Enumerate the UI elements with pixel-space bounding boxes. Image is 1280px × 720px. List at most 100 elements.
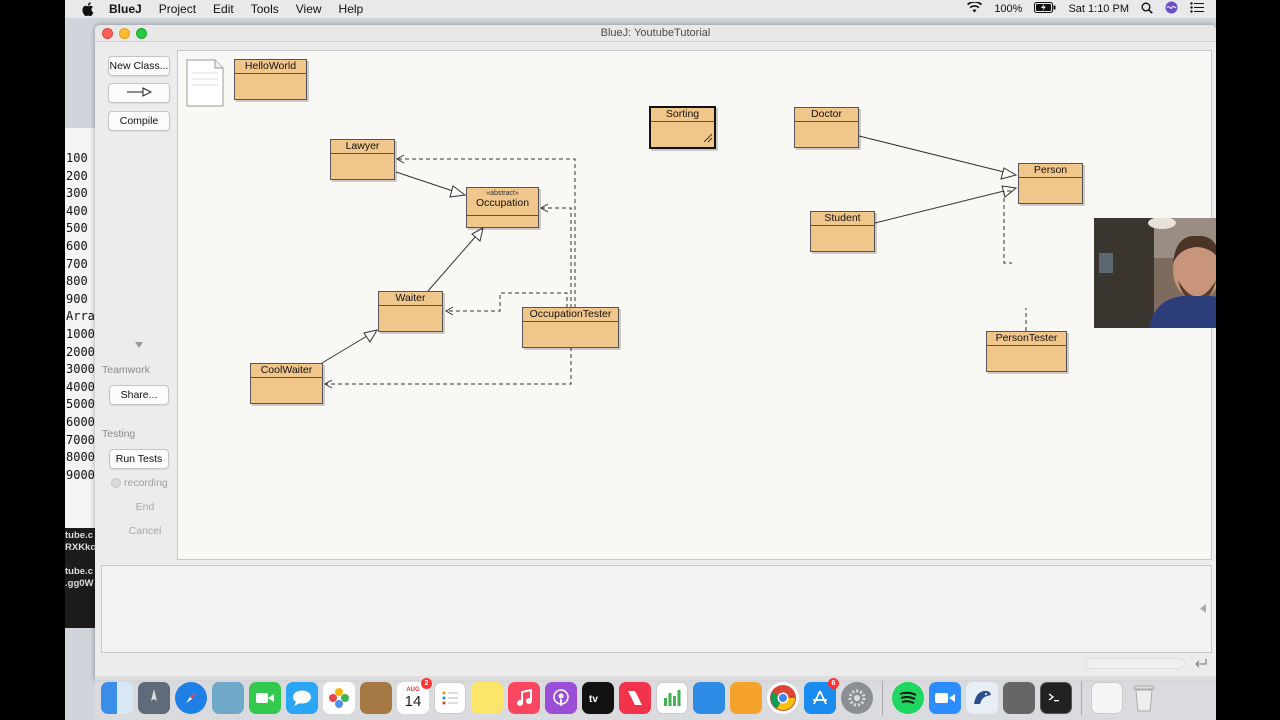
run-tests-button[interactable]: Run Tests <box>109 449 169 469</box>
class-diagram-canvas[interactable]: HelloWorld Lawyer «abstract» Occupation … <box>177 50 1216 560</box>
new-class-button[interactable]: New Class... <box>108 56 170 76</box>
compile-button[interactable]: Compile <box>108 111 170 131</box>
window-title: BlueJ: YoutubeTutorial <box>600 27 711 39</box>
terminal-line: 1000 <box>66 326 95 341</box>
screen-recorder-icon[interactable] <box>1003 682 1035 714</box>
cancel-recording-button[interactable]: Cancel <box>128 525 162 537</box>
share-button[interactable]: Share... <box>109 385 169 405</box>
music-icon[interactable] <box>508 682 540 714</box>
zoom-icon[interactable] <box>929 682 961 714</box>
documents-stack-icon[interactable] <box>1091 682 1123 714</box>
terminal-line: 5000 <box>66 397 95 412</box>
podcasts-icon[interactable] <box>545 682 577 714</box>
resize-handle-icon[interactable] <box>703 133 713 146</box>
terminal-icon[interactable] <box>1040 682 1072 714</box>
terminal-line: 2000 <box>66 344 95 359</box>
dock: AUG 14 2 tv 6 <box>95 676 1216 720</box>
menu-view[interactable]: View <box>295 2 322 16</box>
class-name: Person <box>1019 164 1082 178</box>
trash-icon[interactable] <box>1128 682 1160 714</box>
readme-document-icon[interactable] <box>186 59 224 110</box>
clock[interactable]: Sat 1:10 PM <box>1068 3 1129 15</box>
photos-icon[interactable] <box>323 682 355 714</box>
class-helloworld[interactable]: HelloWorld <box>234 59 307 100</box>
bluej-icon[interactable] <box>966 682 998 714</box>
class-student[interactable]: Student <box>810 211 875 252</box>
class-lawyer[interactable]: Lawyer <box>330 139 395 180</box>
end-recording-button[interactable]: End <box>135 501 155 513</box>
class-name: Lawyer <box>331 140 394 154</box>
class-occupation[interactable]: «abstract» Occupation <box>466 187 539 228</box>
apple-icon[interactable] <box>81 2 95 16</box>
chrome-icon[interactable] <box>767 682 799 714</box>
terminal-line: 500 <box>66 221 88 236</box>
system-preferences-icon[interactable] <box>841 682 873 714</box>
class-waiter[interactable]: Waiter <box>378 291 443 332</box>
inheritance-arrow-icon <box>126 86 153 100</box>
siri-icon[interactable] <box>1165 1 1178 17</box>
new-arrow-button[interactable] <box>108 83 170 103</box>
message-pane[interactable] <box>101 565 1212 653</box>
pane-expand-triangle-icon[interactable] <box>1200 604 1206 616</box>
reminders-icon[interactable] <box>434 682 466 714</box>
horizontal-scrollbar[interactable] <box>1085 658 1185 669</box>
terminal-line: 800 <box>66 274 88 289</box>
spotify-icon[interactable] <box>892 682 924 714</box>
wrap-icon[interactable] <box>1194 658 1208 672</box>
menu-project[interactable]: Project <box>158 2 197 16</box>
notification-center-icon[interactable] <box>1190 2 1204 16</box>
title-bar[interactable]: BlueJ: YoutubeTutorial <box>95 25 1216 42</box>
keynote-icon[interactable] <box>693 682 725 714</box>
terminal-line: 6000 <box>66 414 95 429</box>
zoom-window-button[interactable] <box>136 28 147 39</box>
recording-indicator-icon <box>111 478 121 488</box>
menu-tools[interactable]: Tools <box>250 2 279 16</box>
battery-percent: 100% <box>994 3 1023 15</box>
app-store-badge: 6 <box>828 678 839 689</box>
news-icon[interactable] <box>619 682 651 714</box>
class-person[interactable]: Person <box>1018 163 1083 204</box>
contacts-icon[interactable] <box>360 682 392 714</box>
class-doctor[interactable]: Doctor <box>794 107 859 148</box>
class-name: Student <box>811 212 874 226</box>
launchpad-icon[interactable] <box>138 682 170 714</box>
bluej-window: BlueJ: YoutubeTutorial New Class... Comp… <box>95 25 1216 680</box>
preview-icon[interactable] <box>212 682 244 714</box>
class-occupationtester[interactable]: OccupationTester <box>522 307 619 348</box>
close-window-button[interactable] <box>102 28 113 39</box>
recording-label: recording <box>124 477 168 489</box>
app-store-icon[interactable]: 6 <box>804 678 839 714</box>
facetime-icon[interactable] <box>249 682 281 714</box>
finder-icon[interactable] <box>101 682 133 714</box>
browser-text-line: .gg0W <box>65 578 94 589</box>
notes-icon[interactable] <box>471 682 503 714</box>
class-coolwaiter[interactable]: CoolWaiter <box>250 363 323 404</box>
menu-bluej[interactable]: BlueJ <box>109 2 142 16</box>
messages-icon[interactable] <box>286 682 318 714</box>
teamwork-label: Teamwork <box>102 364 150 376</box>
numbers-icon[interactable] <box>656 682 688 714</box>
terminal-line: 8000 <box>66 450 95 465</box>
class-persontester[interactable]: PersonTester <box>986 331 1067 372</box>
calendar-icon[interactable]: AUG 14 2 <box>397 678 432 714</box>
pages-icon[interactable] <box>730 682 762 714</box>
browser-text-line: RXKkc <box>65 542 95 553</box>
class-sorting[interactable]: Sorting <box>649 106 716 149</box>
terminal-line: Arra <box>66 309 95 324</box>
terminal-line: 200 <box>66 168 88 183</box>
safari-icon[interactable] <box>175 682 207 714</box>
terminal-line: 700 <box>66 256 88 271</box>
browser-text-line <box>65 554 95 566</box>
webcam-overlay <box>1094 218 1216 328</box>
minimize-window-button[interactable] <box>119 28 130 39</box>
calendar-badge: 2 <box>421 678 432 689</box>
wifi-icon[interactable] <box>967 0 983 16</box>
spotlight-icon[interactable] <box>1141 2 1153 17</box>
collapse-triangle-icon[interactable] <box>135 342 143 348</box>
apple-tv-icon[interactable]: tv <box>582 682 614 714</box>
menu-edit[interactable]: Edit <box>213 2 234 16</box>
menu-help[interactable]: Help <box>338 2 364 16</box>
battery-icon[interactable] <box>1034 2 1056 16</box>
terminal-line: 300 <box>66 186 88 201</box>
